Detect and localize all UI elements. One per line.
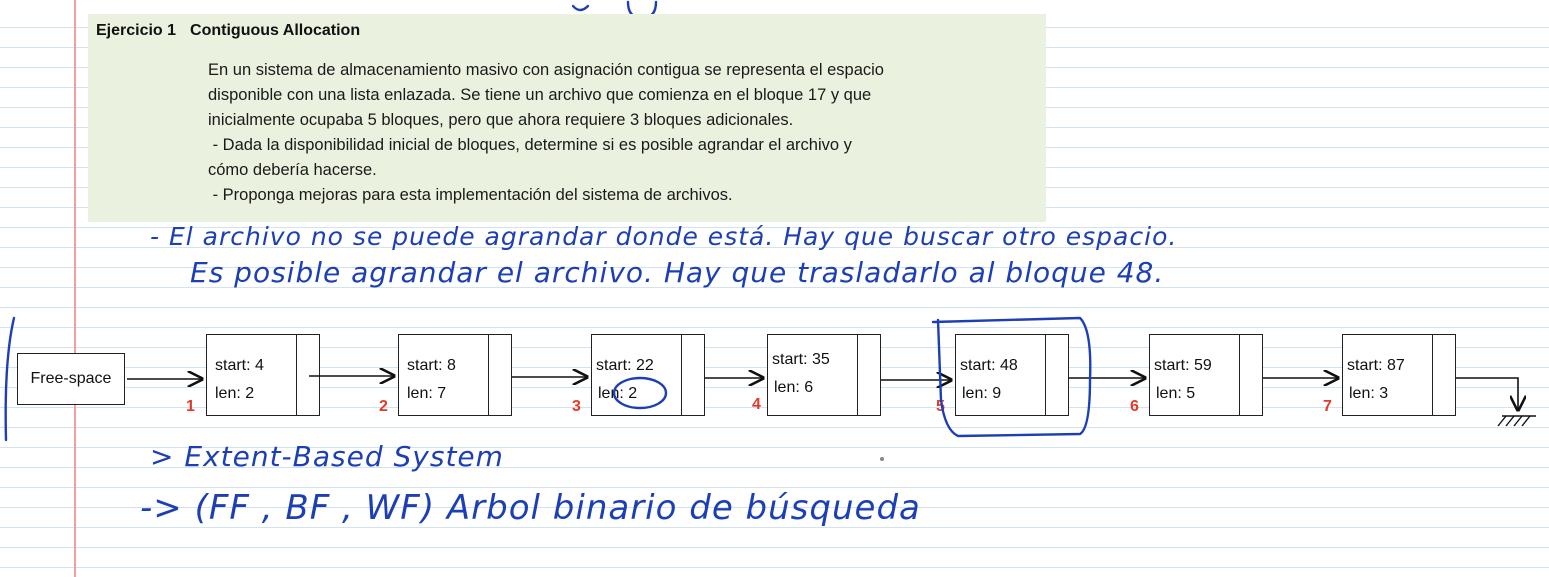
exercise-label: Ejercicio 1	[96, 22, 177, 39]
null-ground-icon	[1497, 415, 1536, 427]
node-number: 1	[186, 398, 195, 415]
exercise-line: cómo debería hacerse.	[208, 161, 377, 179]
exercise-panel: Ejercicio 1 Contiguous Allocation En un s…	[88, 14, 1046, 222]
exercise-line: - Proponga mejoras para esta implementac…	[208, 186, 733, 204]
notebook-margin-line	[74, 0, 76, 577]
node-start: start: 22	[596, 357, 654, 374]
node-len: len: 7	[407, 385, 447, 402]
ink-fragment-left	[571, 4, 590, 12]
free-block-node: start: 59 len: 5	[1149, 334, 1263, 416]
node-len: len: 2	[598, 385, 638, 402]
free-block-node: start: 4 len: 2	[206, 334, 320, 416]
node-pointer-divider	[856, 335, 858, 415]
exercise-title: Contiguous Allocation	[190, 22, 361, 39]
node-pointer-divider	[1044, 335, 1046, 415]
ink-highlight-node-5	[931, 316, 1092, 438]
node-number: 3	[572, 398, 581, 415]
free-space-head: Free-space	[17, 353, 125, 405]
free-space-label: Free-space	[30, 370, 112, 387]
exercise-heading: Ejercicio 1 Contiguous Allocation	[96, 22, 360, 40]
handwritten-note-line-4: -> (FF , BF , WF) Arbol binario de búsqu…	[140, 488, 921, 528]
node-pointer-divider	[680, 335, 682, 415]
node-start: start: 8	[407, 357, 456, 374]
node-start: start: 59	[1154, 357, 1212, 374]
exercise-line: - Dada la disponibilidad inicial de bloq…	[208, 136, 852, 154]
ink-circle-len-2	[612, 376, 668, 410]
node-pointer-divider	[295, 335, 297, 415]
node-len: len: 6	[774, 379, 814, 396]
ink-dot	[880, 457, 884, 461]
node-len: len: 3	[1349, 385, 1389, 402]
free-block-node: start: 35 len: 6	[767, 334, 881, 416]
node-pointer-divider	[1238, 335, 1240, 415]
handwritten-answer-line-2: Es posible agrandar el archivo. Hay que …	[190, 256, 1165, 289]
node-len: len: 2	[215, 385, 255, 402]
node-number: 4	[752, 396, 761, 413]
free-block-node: start: 87 len: 3	[1342, 334, 1456, 416]
free-block-node: start: 22 len: 2	[591, 334, 705, 416]
node-len: len: 9	[962, 385, 1002, 402]
node-number: 2	[379, 398, 388, 415]
handwritten-answer-line-1: - El archivo no se puede agrandar donde …	[150, 222, 1178, 251]
node-number: 6	[1130, 398, 1139, 415]
free-block-node: start: 8 len: 7	[398, 334, 512, 416]
arrow-7-to-null	[1456, 377, 1518, 410]
exercise-text: En un sistema de almacenamiento masivo c…	[208, 58, 1038, 208]
exercise-line: disponible con una lista enlazada. Se ti…	[208, 86, 872, 104]
node-start: start: 48	[960, 357, 1018, 374]
node-pointer-divider	[1431, 335, 1433, 415]
handwritten-note-line-3: > Extent-Based System	[150, 440, 504, 473]
node-number: 7	[1323, 398, 1332, 415]
free-block-node: start: 48 len: 9	[955, 334, 1069, 416]
node-start: start: 35	[772, 351, 830, 368]
exercise-line: En un sistema de almacenamiento masivo c…	[208, 61, 884, 79]
node-pointer-divider	[487, 335, 489, 415]
exercise-line: inicialmente ocupaba 5 bloques, pero que…	[208, 111, 794, 129]
node-start: start: 4	[215, 357, 264, 374]
node-len: len: 5	[1156, 385, 1196, 402]
node-number: 5	[936, 398, 945, 415]
ink-left-bracket	[4, 316, 16, 442]
node-start: start: 87	[1347, 357, 1405, 374]
